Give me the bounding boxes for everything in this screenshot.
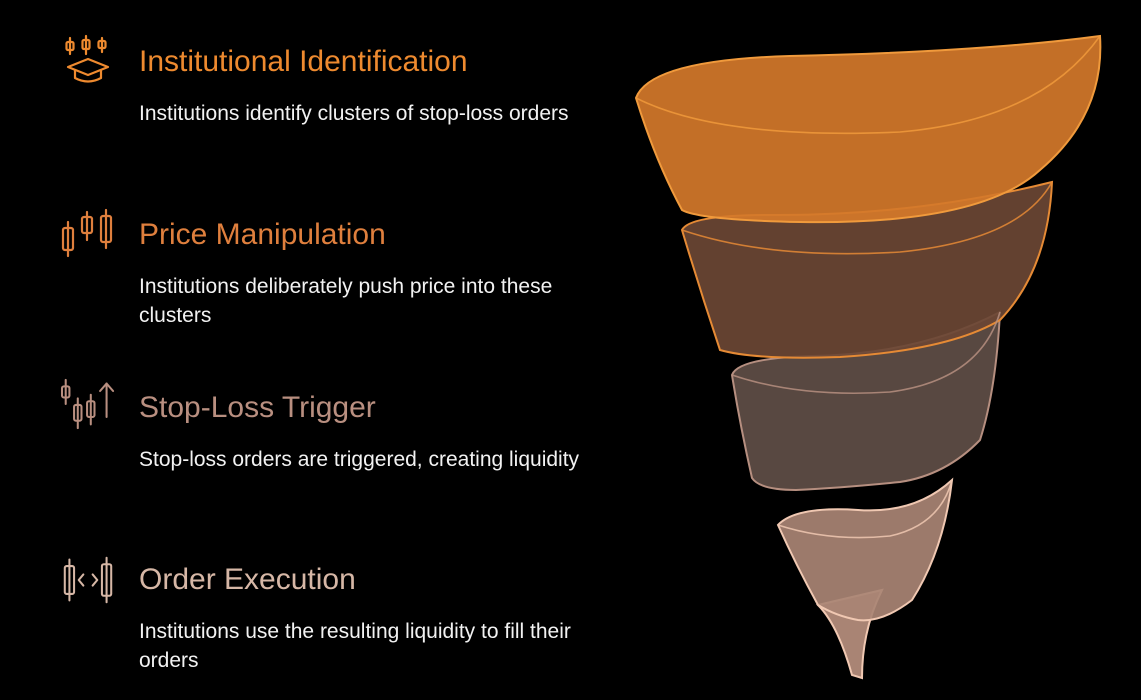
funnel-rim-3 [731,311,1001,395]
step-title: Order Execution [139,563,356,596]
funnel-band-4 [776,477,954,622]
step-title: Stop-Loss Trigger [139,391,376,424]
step-description: Institutions deliberately push price int… [139,275,553,327]
candlestick-chart-icon [61,208,113,258]
funnel-rim-2 [681,181,1053,255]
step-title: Price Manipulation [139,218,386,251]
step-description: Institutions use the resulting liquidity… [139,620,571,672]
candlestick-swap-icon [63,556,113,604]
step-description: Stop-loss orders are triggered, creating… [139,448,580,471]
funnel-band-1 [634,34,1102,224]
candlestick-graduation-cap-icon [65,34,110,83]
step-title: Institutional Identification [139,45,468,78]
funnel-rim-1 [635,35,1101,135]
candlestick-up-arrow-icon [60,378,115,430]
step-description: Institutions identify clusters of stop-l… [139,102,569,125]
spiral-funnel-graphic [634,34,1102,680]
funnel-rim-4 [777,479,953,539]
